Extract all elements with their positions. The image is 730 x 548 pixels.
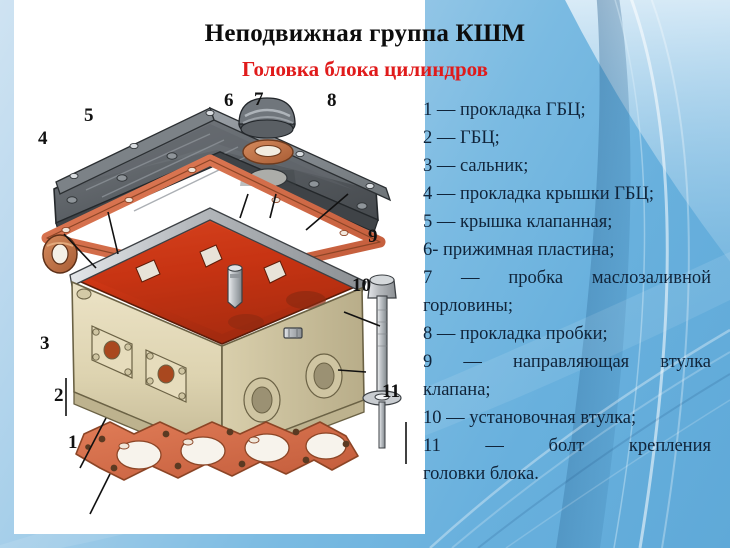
- callout-1: 1: [68, 432, 78, 453]
- legend-item-9-cont: клапана;: [423, 380, 491, 400]
- legend-item-2: 2 — ГБЦ;: [423, 128, 500, 148]
- callout-11: 11: [382, 381, 400, 402]
- callout-3: 3: [40, 333, 50, 354]
- part-valve-guide-bushing: [227, 264, 243, 309]
- page-title: Неподвижная группа КШМ: [204, 20, 526, 47]
- legend-item-11: 11 — болт крепления: [423, 436, 711, 456]
- part-oil-filler-cap: [238, 97, 296, 139]
- legend-item-7-cont: горловины;: [423, 296, 513, 316]
- part-locating-dowel: [283, 327, 303, 339]
- part-valve-stem-seal: [42, 234, 78, 274]
- callout-10: 10: [352, 275, 371, 296]
- legend-item-7: 7 — пробка маслозаливной: [423, 268, 711, 288]
- legend-item-9: 9 — направляющая втулка: [423, 352, 711, 372]
- legend-item-3: 3 — сальник;: [423, 156, 529, 176]
- callout-5: 5: [84, 105, 94, 126]
- part-head-bolt: [362, 274, 402, 449]
- part-cap-gasket: [242, 139, 294, 165]
- legend-item-5: 5 — крышка клапанная;: [423, 212, 613, 232]
- callout-8: 8: [327, 90, 337, 111]
- legend-item-1: 1 — прокладка ГБЦ;: [423, 100, 586, 120]
- callout-9: 9: [368, 226, 378, 247]
- head-left-boss: [76, 288, 92, 300]
- page-subtitle: Головка блока цилиндров: [242, 57, 488, 81]
- callout-4: 4: [38, 128, 48, 149]
- legend-item-4: 4 — прокладка крышки ГБЦ;: [423, 184, 655, 204]
- legend-item-10: 10 — установочная втулка;: [423, 408, 637, 428]
- legend-item-11-cont: головки блока.: [423, 464, 539, 484]
- part-head-gasket: [75, 421, 359, 481]
- callout-7: 7: [254, 89, 264, 110]
- cylinder-head-exploded-diagram: [41, 97, 407, 515]
- legend-item-8: 8 — прокладка пробки;: [423, 324, 608, 344]
- callout-2: 2: [54, 385, 64, 406]
- parts-legend: 1 — прокладка ГБЦ; 2 — ГБЦ; 3 — сальник;…: [423, 96, 723, 488]
- legend-item-6: 6- прижимная пластина;: [423, 240, 615, 260]
- callout-6: 6: [224, 90, 234, 111]
